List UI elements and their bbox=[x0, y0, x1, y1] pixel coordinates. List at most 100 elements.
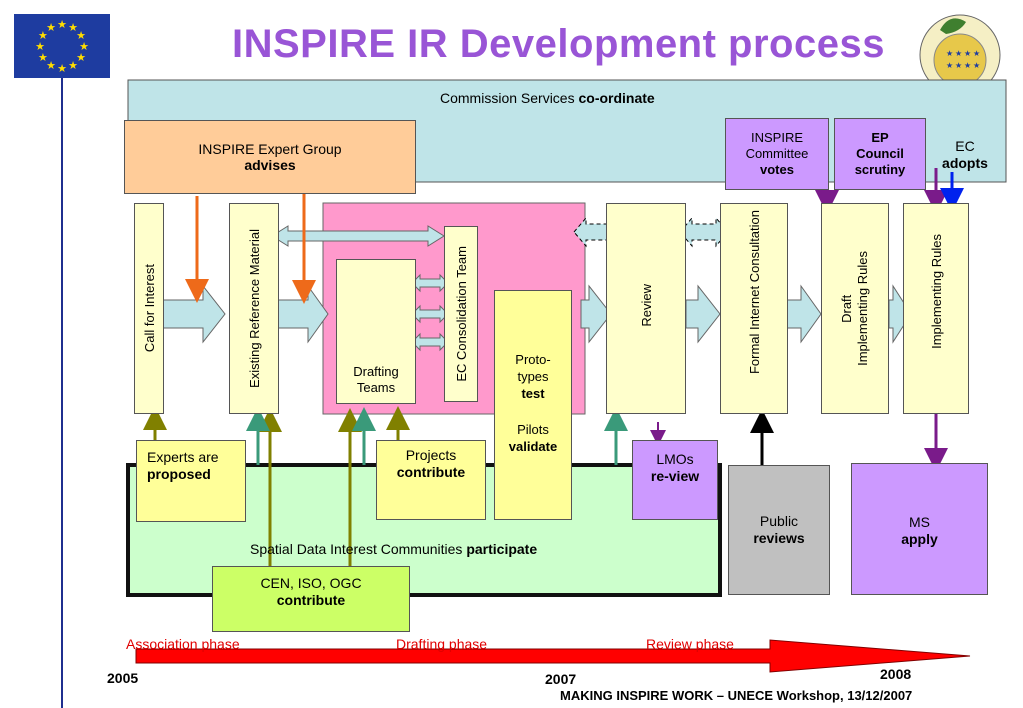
stage-call-label: Call for Interest bbox=[141, 264, 157, 353]
year-2007: 2007 bbox=[545, 671, 577, 687]
prototypes-line1: Proto- bbox=[515, 352, 551, 367]
year-2005: 2005 bbox=[107, 670, 139, 686]
stage-draft-label: Draft Implementing Rules bbox=[839, 251, 871, 366]
pilots-action: validate bbox=[508, 439, 558, 454]
stage-implementing-rules: Implementing Rules bbox=[903, 203, 969, 414]
prototypes-box: Proto- types test Pilots validate bbox=[494, 290, 572, 520]
logo-star-icon: ★ bbox=[964, 49, 971, 58]
eu-star-icon: ★ bbox=[68, 60, 78, 72]
ep-council-line2: Council bbox=[856, 146, 904, 161]
lmos-action: re-view bbox=[650, 468, 700, 484]
stage-draft-line2: Implementing Rules bbox=[855, 251, 870, 366]
drafting-teams-box bbox=[336, 259, 416, 404]
public-action: reviews bbox=[753, 530, 805, 546]
eu-star-icon: ★ bbox=[57, 63, 67, 75]
logo-star-icon: ★ bbox=[946, 49, 953, 58]
expert-group-action: advises bbox=[244, 157, 296, 173]
cen-line1: CEN, ISO, OGC bbox=[260, 575, 362, 591]
stage-consolidation-label: EC Consolidation Team bbox=[453, 246, 469, 382]
stage-internet-label: Formal Internet Consultation bbox=[746, 210, 762, 375]
block-arrow-6 bbox=[888, 284, 912, 344]
projects-line1: Projects bbox=[405, 447, 457, 463]
eu-flag-icon: ★★★★★★★★★★★★ bbox=[14, 14, 110, 78]
committee-line1: INSPIRE bbox=[750, 130, 803, 145]
cen-box: CEN, ISO, OGC contribute bbox=[212, 566, 410, 632]
sdic-label: Spatial Data Interest Communities partic… bbox=[250, 541, 537, 557]
ms-action: apply bbox=[901, 531, 938, 547]
public-reviews-box: Public reviews bbox=[728, 465, 830, 595]
drafting-teams-line2: Teams bbox=[356, 380, 396, 395]
expert-group-label: INSPIRE Expert Group bbox=[198, 141, 342, 157]
lmos-box: LMOs re-view bbox=[632, 440, 718, 520]
eu-star-icon: ★ bbox=[79, 41, 89, 53]
footer-text: MAKING INSPIRE WORK – UNECE Workshop, 13… bbox=[560, 688, 913, 703]
stage-call-for-interest: Call for Interest bbox=[134, 203, 164, 414]
cen-action: contribute bbox=[276, 592, 346, 608]
prototypes-line2: types bbox=[517, 369, 549, 384]
logo-star-icon: ★ bbox=[973, 49, 980, 58]
drafting-team-slots bbox=[336, 263, 416, 363]
drafting-teams-line1: Drafting bbox=[353, 364, 399, 379]
ep-council-line3: scrutiny bbox=[854, 162, 906, 177]
block-arrow-2 bbox=[277, 284, 329, 344]
logo-star-icon: ★ bbox=[964, 61, 971, 70]
committee-line2: Committee bbox=[745, 146, 809, 161]
commission-text: Commission Services bbox=[440, 90, 579, 106]
ec-adopts-action: adopts bbox=[942, 155, 988, 171]
drafting-teams-label: Drafting Teams bbox=[336, 364, 416, 396]
eu-star-icon: ★ bbox=[38, 52, 48, 64]
stage-draft-line1: Draft bbox=[839, 294, 854, 323]
stage-review: Review bbox=[606, 203, 686, 414]
sdic-action: participate bbox=[466, 541, 538, 557]
block-arrow-3 bbox=[580, 284, 612, 344]
page-title: INSPIRE IR Development process bbox=[232, 22, 885, 66]
commission-label: Commission Services co-ordinate bbox=[440, 90, 655, 106]
ms-line1: MS bbox=[909, 514, 930, 530]
stage-ec-consolidation: EC Consolidation Team bbox=[444, 226, 478, 402]
pilots-label: Pilots bbox=[517, 422, 549, 437]
year-2008: 2008 bbox=[880, 666, 912, 682]
stage-review-label: Review bbox=[638, 284, 654, 327]
stage-draft-rules: Draft Implementing Rules bbox=[821, 203, 889, 414]
block-arrow-4 bbox=[685, 284, 721, 344]
phase-drafting: Drafting phase bbox=[396, 636, 488, 652]
stage-existing-reference: Existing Reference Material bbox=[229, 203, 279, 414]
ec-adopts-label: EC adopts bbox=[930, 138, 1000, 172]
phase-association: Association phase bbox=[126, 636, 240, 652]
logo-star-icon: ★ bbox=[955, 61, 962, 70]
projects-action: contribute bbox=[396, 464, 466, 480]
stage-internet-consultation: Formal Internet Consultation bbox=[720, 203, 788, 414]
public-line1: Public bbox=[759, 513, 799, 529]
eu-star-icon: ★ bbox=[38, 30, 48, 42]
committee-box: INSPIRE Committee votes bbox=[725, 118, 829, 190]
eu-star-icon: ★ bbox=[76, 52, 86, 64]
experts-action: proposed bbox=[147, 466, 211, 482]
eu-star-icon: ★ bbox=[76, 30, 86, 42]
prototypes-action: test bbox=[521, 386, 545, 401]
eu-star-icon: ★ bbox=[46, 22, 56, 34]
projects-box: Projects contribute bbox=[376, 440, 486, 520]
ms-apply-box: MS apply bbox=[851, 463, 988, 595]
phase-review: Review phase bbox=[646, 636, 734, 652]
stage-implementing-label: Implementing Rules bbox=[928, 234, 944, 349]
lmos-line1: LMOs bbox=[656, 451, 694, 467]
eu-star-icon: ★ bbox=[68, 22, 78, 34]
committee-action: votes bbox=[760, 162, 794, 177]
eu-star-icon: ★ bbox=[57, 19, 67, 31]
block-arrow-1 bbox=[162, 284, 226, 344]
eu-star-icon: ★ bbox=[46, 60, 56, 72]
block-arrow-5 bbox=[786, 284, 822, 344]
eu-star-icon: ★ bbox=[35, 41, 45, 53]
logo-star-icon: ★ bbox=[973, 61, 980, 70]
ep-council-line1: EP bbox=[871, 130, 889, 145]
stage-existing-label: Existing Reference Material bbox=[246, 229, 262, 388]
ec-adopts-line1: EC bbox=[955, 138, 975, 154]
logo-star-icon: ★ bbox=[946, 61, 953, 70]
experts-line1: Experts are bbox=[147, 449, 219, 465]
sdic-text: Spatial Data Interest Communities bbox=[250, 541, 467, 557]
expert-group-box: INSPIRE Expert Group advises bbox=[124, 120, 416, 194]
experts-box: Experts are proposed bbox=[136, 440, 246, 522]
phase-arrow bbox=[135, 639, 971, 673]
commission-bold: co-ordinate bbox=[578, 90, 655, 106]
ep-council-box: EP Council scrutiny bbox=[834, 118, 926, 190]
